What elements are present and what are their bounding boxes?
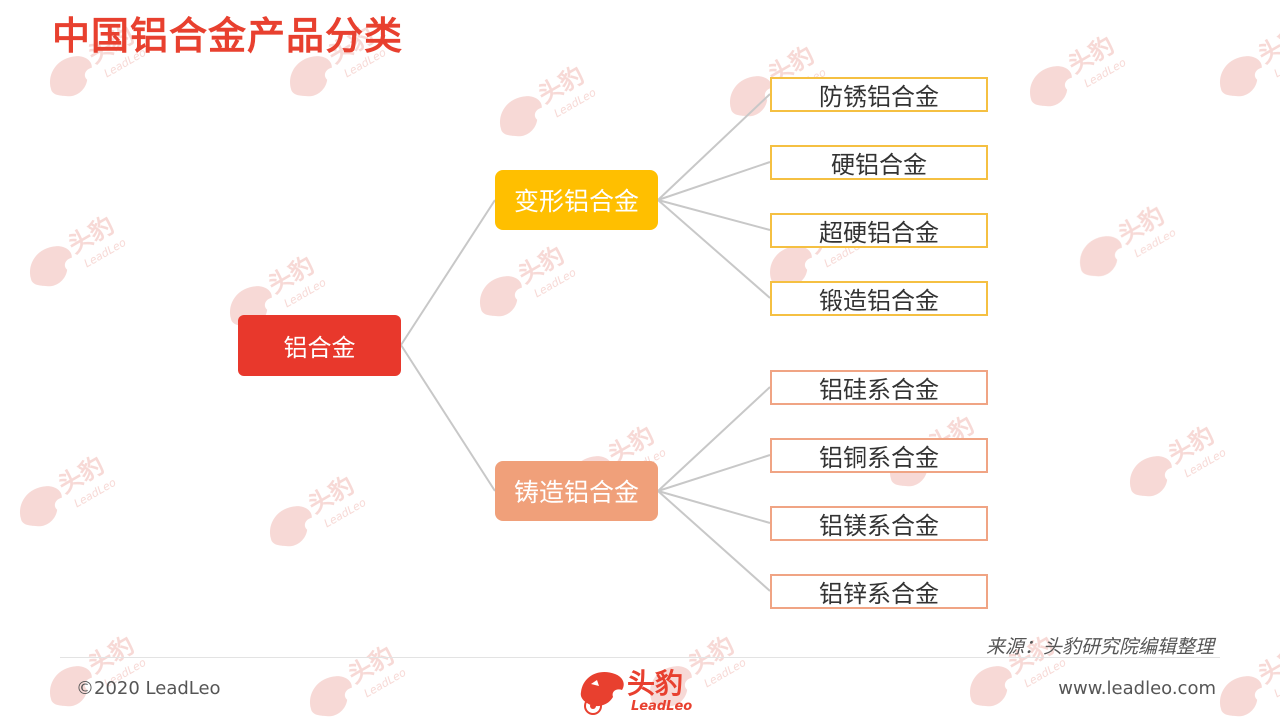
connector-cast-to-leaf-2 [657, 454, 771, 492]
connector-wrought-to-leaf-2 [657, 161, 771, 201]
connector-wrought-to-leaf-3 [657, 199, 771, 231]
connector-root-to-cast [400, 344, 496, 492]
footer-logo-cn: 头豹 [627, 667, 684, 700]
footer-logo-en: LeadLeo [631, 699, 693, 714]
leaf-node-cast-3: 铝镁系合金 [770, 506, 988, 541]
leopard-logo-icon [580, 672, 624, 715]
source-note: 来源：头豹研究院编辑整理 [985, 636, 1214, 658]
connector-cast-to-leaf-4 [657, 490, 771, 592]
connector-cast-to-leaf-1 [657, 386, 771, 492]
leaf-node-wrought-4: 锻造铝合金 [770, 281, 988, 316]
group-node-wrought: 变形铝合金 [495, 170, 658, 230]
leaf-node-cast-1: 铝硅系合金 [770, 370, 988, 405]
leaf-node-cast-2: 铝铜系合金 [770, 438, 988, 473]
leaf-node-wrought-1: 防锈铝合金 [770, 77, 988, 112]
page-title: 中国铝合金产品分类 [52, 14, 404, 58]
leaf-node-wrought-3: 超硬铝合金 [770, 213, 988, 248]
connector-root-to-wrought [400, 199, 496, 346]
footer-divider [60, 657, 1220, 658]
connector-wrought-to-leaf-1 [657, 93, 771, 201]
footer-website: www.leadleo.com [1058, 678, 1216, 699]
footer-logo: 头豹 LeadLeo [577, 662, 707, 718]
connector-wrought-to-leaf-4 [657, 199, 771, 299]
leaf-node-wrought-2: 硬铝合金 [770, 145, 988, 180]
connector-cast-to-leaf-3 [657, 490, 771, 524]
group-node-cast: 铸造铝合金 [495, 461, 658, 521]
footer-copyright: ©2020 LeadLeo [76, 678, 221, 699]
root-node-aluminum-alloy: 铝合金 [238, 315, 401, 376]
leaf-node-cast-4: 铝锌系合金 [770, 574, 988, 609]
